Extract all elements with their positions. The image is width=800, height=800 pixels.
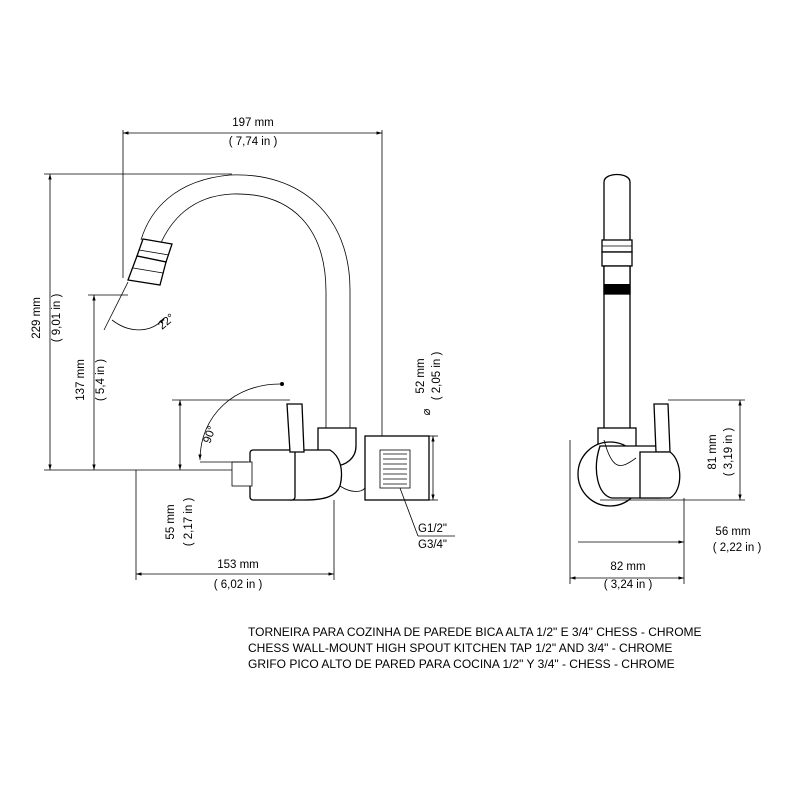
lever-handle <box>286 403 305 453</box>
side-spout <box>603 173 631 431</box>
dim-82-mm: 82 mm <box>610 561 645 573</box>
outlet-stub <box>231 461 253 487</box>
side-valve-front <box>639 451 681 499</box>
thread-bottom: G3/4" <box>418 539 447 551</box>
caption-line-es: GRIFO PICO ALTO DE PARED PARA COCINA 1/2… <box>248 657 675 671</box>
angle-90: 90° <box>202 425 219 445</box>
dim-52-in: ( 2,05 in ) <box>431 352 443 401</box>
valve-body <box>289 449 343 501</box>
dim-52-mm: 52 mm <box>415 358 427 393</box>
dim-137-in: ( 5,4 in ) <box>95 359 107 401</box>
dim-153-mm: 153 mm <box>217 559 259 571</box>
spout-tube-outer <box>140 174 351 428</box>
side-lever-handle <box>653 403 671 453</box>
thread-top: G1/2" <box>418 523 447 535</box>
caption: TORNEIRA PARA COZINHA DE PAREDE BICA ALT… <box>248 625 702 671</box>
angle-22: 22° <box>156 312 177 332</box>
dim-229-mm: 229 mm <box>31 297 43 339</box>
aerator <box>127 238 173 286</box>
front-view: 197 mm ( 7,74 in ) 229 mm ( 9,01 in ) 13… <box>31 117 455 591</box>
caption-line-en: CHESS WALL-MOUNT HIGH SPOUT KITCHEN TAP … <box>248 641 672 655</box>
dim-56-in: ( 2,22 in ) <box>713 542 762 554</box>
dim-82-in: ( 3,24 in ) <box>604 579 653 591</box>
dim-55-in: ( 2,17 in ) <box>183 498 195 547</box>
dim-137-mm: 137 mm <box>75 359 87 401</box>
dim-197-mm: 197 mm <box>232 117 274 129</box>
dim-55-mm: 55 mm <box>165 504 177 539</box>
side-aerator <box>601 239 633 295</box>
wall-flange <box>339 435 430 501</box>
dim-81-mm: 81 mm <box>707 434 719 469</box>
dim-56-mm: 56 mm <box>715 526 750 538</box>
spout-tube-inner <box>159 193 327 428</box>
diameter-symbol: ⌀ <box>421 408 433 415</box>
dim-81-in: ( 3,19 in ) <box>723 428 735 477</box>
dim-197-in: ( 7,74 in ) <box>229 136 278 148</box>
dim-153-in: ( 6,02 in ) <box>214 579 263 591</box>
side-view: 81 mm ( 3,19 in ) 56 mm ( 2,22 in ) 82 m… <box>569 173 762 591</box>
dim-229-in: ( 9,01 in ) <box>51 294 63 343</box>
valve-cylinder <box>249 449 296 501</box>
caption-line-pt: TORNEIRA PARA COZINHA DE PAREDE BICA ALT… <box>248 625 702 639</box>
